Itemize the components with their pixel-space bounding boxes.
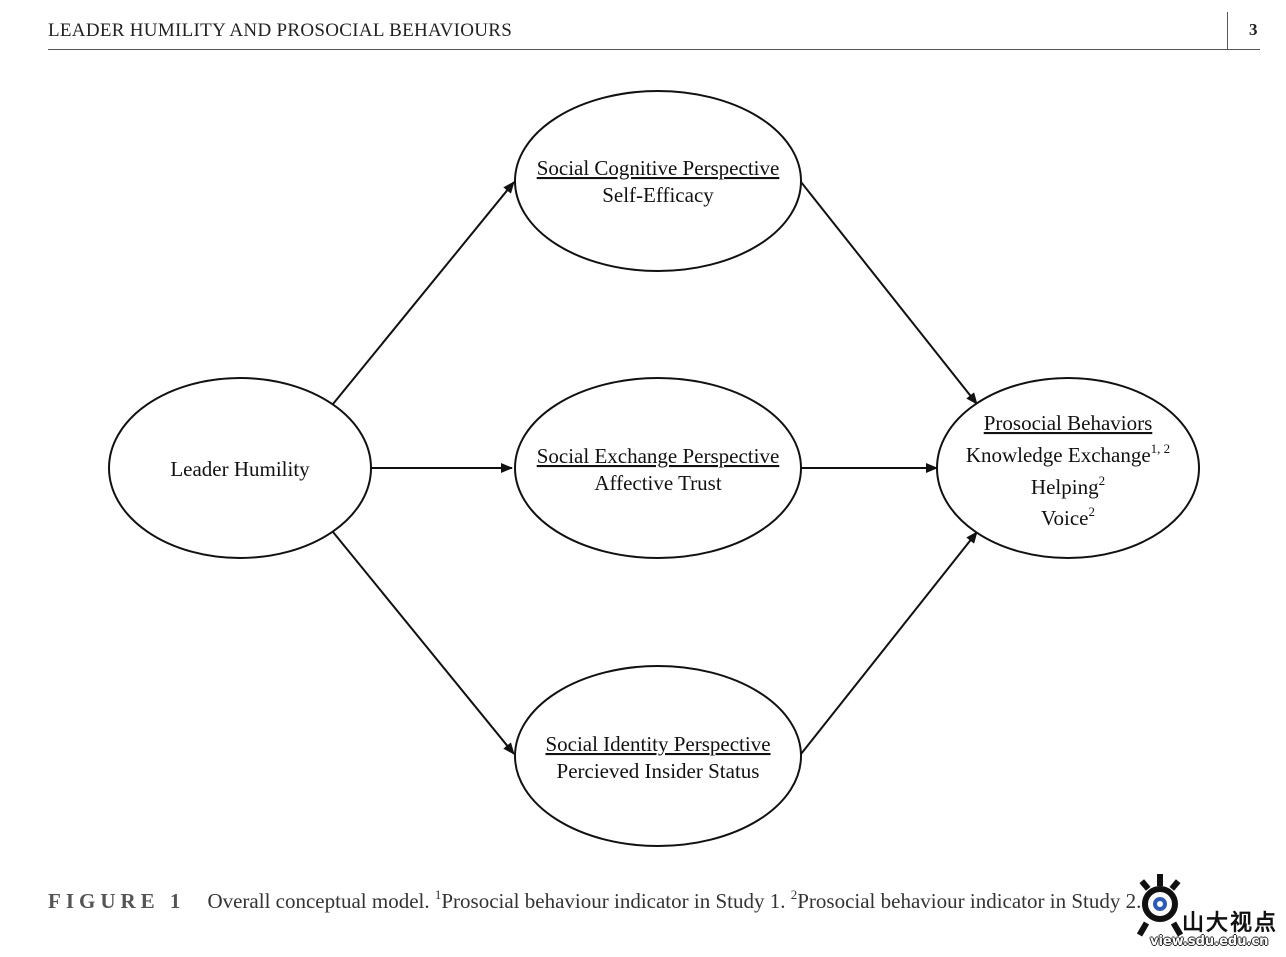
arrow-humility-to-identity [332,531,515,755]
arrow-identity-to-prosocial [800,531,978,755]
superscript: 2 [1088,504,1095,519]
leader-humility-label: Leader Humility [170,457,310,481]
caption-text-b: Prosocial behaviour indicator in Study 1… [441,889,791,913]
superscript: 2 [1099,473,1106,488]
node-prosocial-behaviors [936,377,1200,559]
node-social-identity [514,665,802,847]
cognitive-perspective-label: Social Cognitive Perspective [537,156,780,180]
caption-text-a: Overall conceptual model. [207,889,435,913]
node-social-exchange [514,377,802,559]
superscript: 1, 2 [1151,441,1171,456]
conceptual-model-diagram: Leader Humility Social Cognitive Perspec… [108,90,1200,847]
exchange-construct-label: Affective Trust [594,471,722,495]
caption-sup-1: 1 [434,887,442,902]
watermark-logo-icon [1136,874,1184,937]
header-divider [1227,12,1228,50]
watermark-url: view.sdu.edu.cn [1150,934,1269,949]
header-rule [48,49,1260,50]
figure-label: FIGURE 1 [48,889,186,913]
exchange-perspective-label: Social Exchange Perspective [537,444,780,468]
watermark-text: 山大视点 [1182,911,1279,936]
cognitive-construct-label: Self-Efficacy [602,183,714,207]
page-number: 3 [1249,20,1258,39]
caption-sup-2: 2 [790,887,798,902]
arrow-cognitive-to-prosocial [800,181,978,405]
node-leader-humility [108,377,372,559]
running-title: LEADER HUMILITY AND PROSOCIAL BEHAVIOURS [48,20,513,41]
caption-text-c: Prosocial behaviour indicator in Study 2… [797,889,1142,913]
arrow-humility-to-cognitive [332,181,515,405]
identity-construct-label: Percieved Insider Status [557,759,760,783]
node-social-cognitive [514,90,802,272]
prosocial-item-knowledge-exchange: Knowledge Exchange1, 2 [966,441,1170,467]
prosocial-item-helping: Helping2 [1031,473,1105,499]
prosocial-item-voice: Voice2 [1041,504,1095,530]
prosocial-title: Prosocial Behaviors [984,411,1153,435]
identity-perspective-label: Social Identity Perspective [545,732,770,756]
